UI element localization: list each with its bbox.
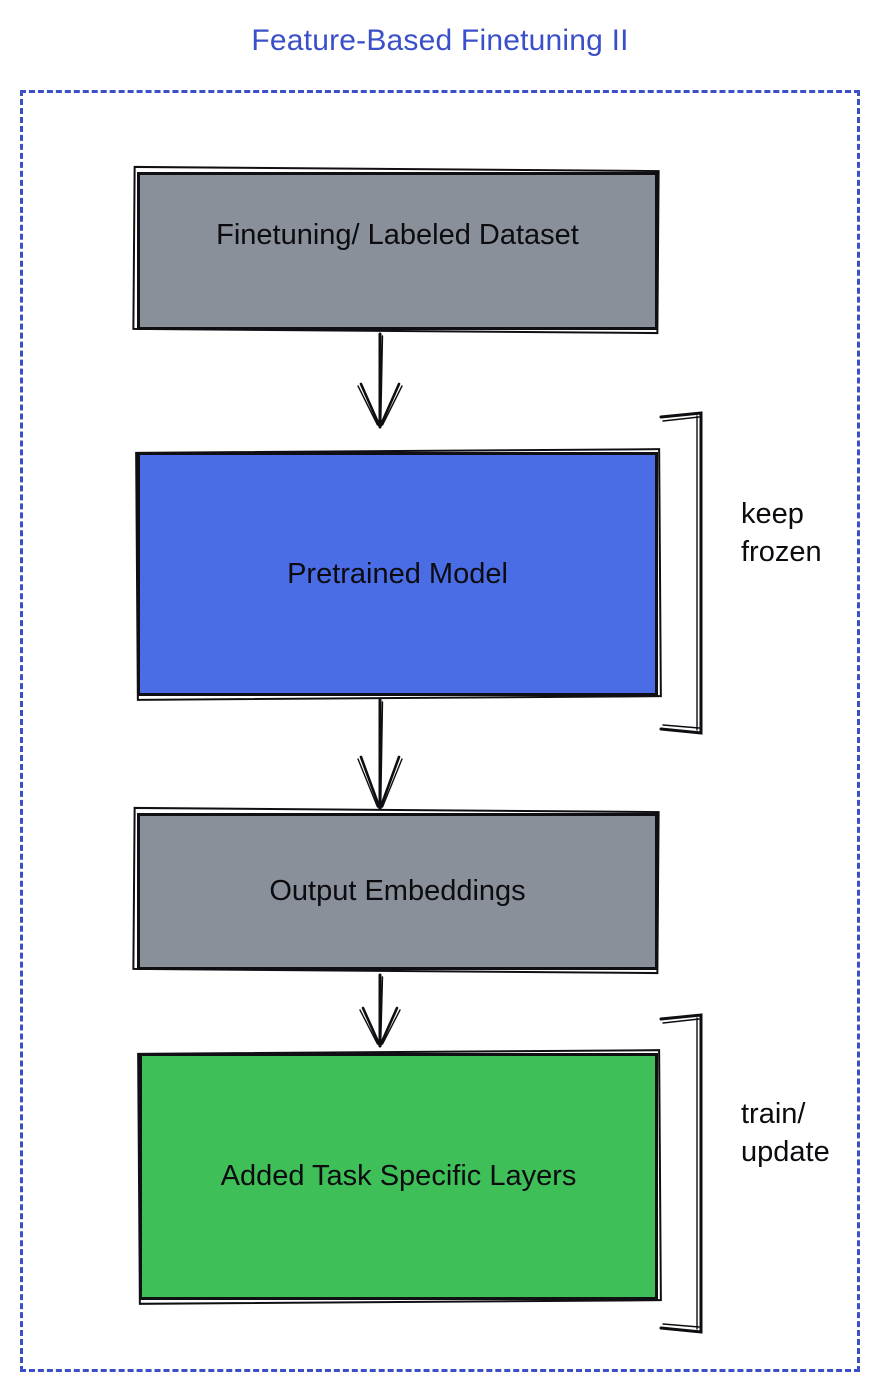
annotation-train-update-line2: update	[741, 1136, 830, 1168]
annotation-keep-frozen-line1: keep	[741, 498, 804, 530]
annotation-keep-frozen: keep frozen	[741, 495, 822, 571]
node-finetuning-dataset: Finetuning/ Labeled Dataset	[137, 172, 658, 330]
node-pretrained-model: Pretrained Model	[137, 452, 658, 696]
node-added-task-layers: Added Task Specific Layers	[139, 1053, 658, 1300]
node-label-output-embeddings: Output Embeddings	[269, 875, 526, 907]
annotation-train-update-line1: train/	[741, 1098, 806, 1130]
node-label-finetuning-dataset: Finetuning/ Labeled Dataset	[216, 218, 579, 251]
node-label-pretrained-model: Pretrained Model	[287, 557, 508, 590]
annotation-train-update: train/ update	[741, 1095, 830, 1171]
diagram-title: Feature-Based Finetuning II	[251, 24, 629, 57]
node-label-added-task-layers: Added Task Specific Layers	[220, 1160, 577, 1192]
node-output-embeddings: Output Embeddings	[137, 813, 658, 970]
diagram-frame	[20, 90, 860, 1372]
annotation-keep-frozen-line2: frozen	[741, 536, 822, 568]
